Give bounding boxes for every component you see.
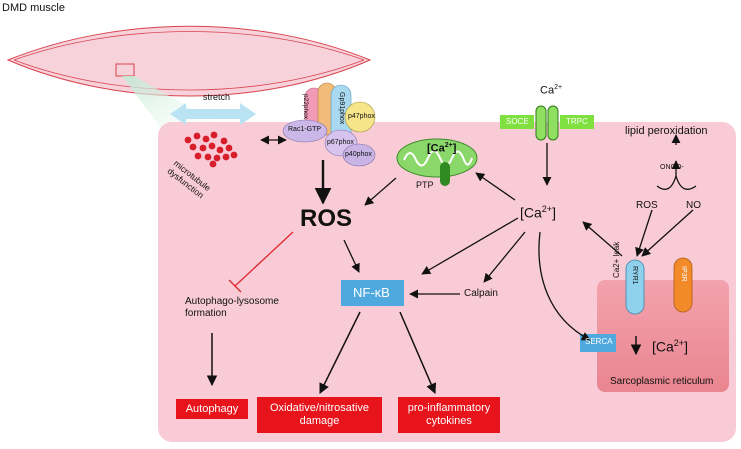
nfkb-label: NF-κB [353, 285, 390, 300]
calcium-top-text: Ca [540, 84, 555, 97]
calcium-top-label: Ca2+ [540, 84, 562, 97]
mitochondrion [396, 138, 478, 186]
membrane-channels [500, 105, 594, 141]
autophago-line1: Autophago-lysosome [185, 296, 279, 307]
ptp-label: PTP [416, 180, 434, 190]
microtubule-dots [184, 131, 238, 168]
cytosolic-ca-text: [Ca [520, 204, 542, 221]
sr-ca-close: ] [684, 338, 688, 355]
ca-leak-label: Ca2+ leak [612, 241, 621, 278]
sr-ca-label: [Ca2+] [652, 338, 688, 355]
sr-ca-sup: 2+ [673, 338, 685, 348]
trpc-label: TRPC [566, 117, 588, 126]
cytosolic-ca-label: [Ca2+] [520, 204, 556, 221]
autophago-label: Autophago-lysosome formation [185, 296, 279, 320]
onoo-label: ONOO- [660, 164, 684, 171]
serca-label: SERCA [585, 337, 613, 346]
stretch-label: stretch [203, 92, 231, 102]
lipid-peroxidation-label: lipid peroxidation [625, 125, 708, 137]
mito-ca-text: [Ca [427, 142, 445, 155]
p67-label: p67phox [327, 139, 354, 146]
ip3r-label: IP3R [680, 266, 687, 282]
no-label: NO [686, 200, 701, 211]
nfkb-box-shape [341, 280, 404, 306]
stretch-arrow [170, 103, 256, 125]
oxidative-box: Oxidative/nitrosative damage [257, 397, 382, 433]
sr-ca-text: [Ca [652, 338, 674, 355]
pathway-arrows [206, 134, 697, 394]
nox2-complex [282, 82, 376, 167]
calcium-top-sup: 2+ [554, 84, 563, 91]
sr-label: Sarcoplasmic reticulum [610, 376, 714, 387]
autophago-line2: formation [185, 308, 227, 319]
ryr1-channel [625, 259, 645, 315]
mito-ca-close: ] [452, 142, 457, 155]
p40-label: p40phox [345, 151, 372, 158]
p22-label: p22phox [302, 94, 309, 119]
diagram-title: DMD muscle [2, 2, 65, 14]
ryr1-label: RYR1 [631, 266, 638, 285]
ros-small-label: ROS [636, 200, 658, 211]
rac1-label: Rac1-GTP [288, 126, 322, 133]
inhibition-arrow [228, 231, 294, 293]
autophagy-box: Autophagy [176, 399, 248, 419]
ros-label: ROS [300, 205, 353, 232]
ip3r-channel [673, 257, 693, 313]
p47-label: p47phox [348, 113, 375, 120]
cell-body [158, 122, 736, 442]
proinflammatory-box: pro-inflammatory cytokines [398, 397, 500, 433]
calpain-label: Calpain [464, 288, 498, 299]
mito-ca-sup: 2+ [444, 142, 453, 149]
mito-ca-label: [Ca2+] [427, 142, 456, 155]
soce-label: SOCE [506, 117, 529, 126]
cytosolic-ca-sup: 2+ [541, 204, 553, 214]
cytosolic-ca-close: ] [552, 204, 556, 221]
gp91-label: Gp91phox [338, 92, 345, 125]
